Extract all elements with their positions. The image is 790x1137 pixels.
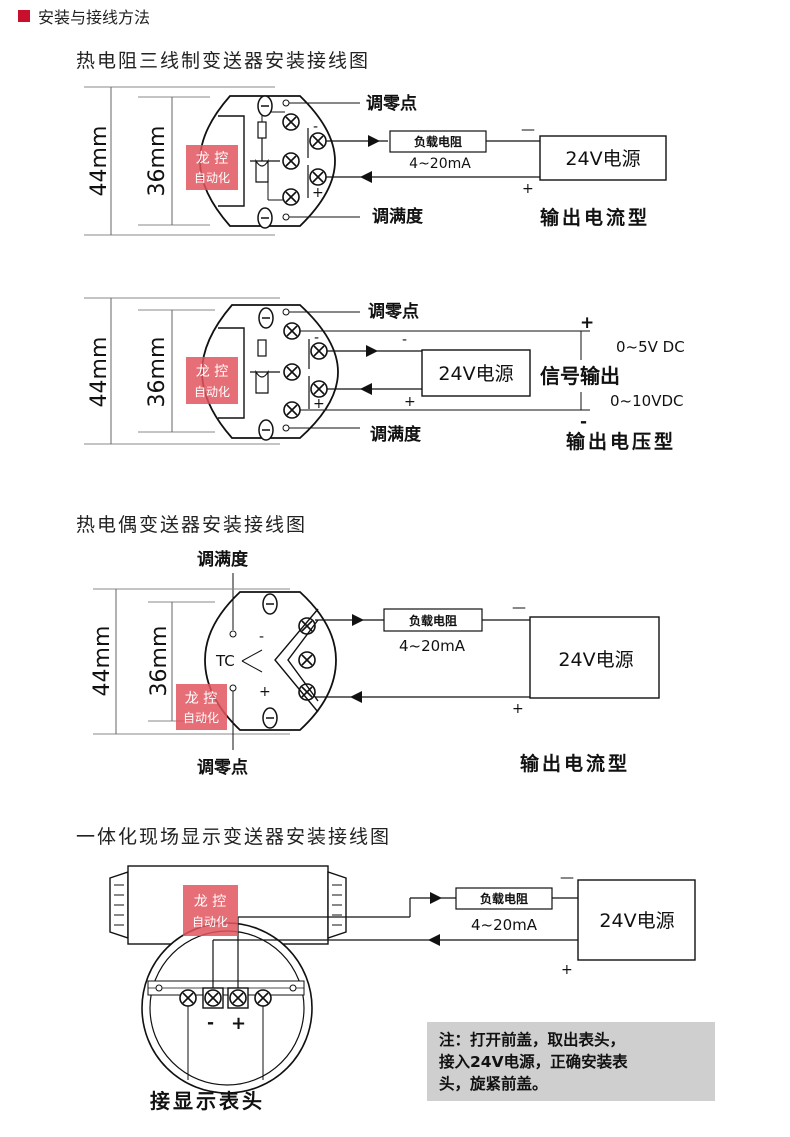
svg-text:24V电源: 24V电源 (438, 363, 513, 385)
section-title-thermocouple: 热电偶变送器安装接线图 (76, 514, 308, 536)
svg-text:+: + (259, 684, 271, 700)
svg-text:+: + (404, 394, 416, 410)
installation-note: 注：打开前盖，取出表头， 接入24V电源，正确安装表 头，旋紧前盖。 (427, 1022, 715, 1101)
svg-text:+: + (580, 313, 594, 333)
svg-text:4~20mA: 4~20mA (399, 637, 466, 655)
svg-text:调零点: 调零点 (197, 757, 248, 778)
header-title: 安装与接线方法 (38, 8, 151, 27)
svg-text:24V电源: 24V电源 (599, 910, 674, 932)
svg-text:调零点: 调零点 (368, 301, 419, 322)
signal-output-label: 信号输出 (540, 364, 620, 388)
svg-text:自动化: 自动化 (192, 915, 228, 929)
dim-36mm-label: 36mm (145, 126, 170, 197)
span-adjust-label: 调满度 (372, 206, 424, 227)
diagram-rtd-current: 44mm 36mm - + 调零点 调满度 负载电阻 4~20m (84, 86, 667, 236)
current-output-type-label: 输出电流型 (540, 206, 650, 229)
header-marker-icon (18, 10, 30, 22)
svg-text:调满度: 调满度 (197, 549, 249, 570)
diagram-rtd-voltage: 44mm 36mm - + 调零点 调满度 - + 24V电源 (84, 297, 685, 453)
svg-text:-: - (207, 1013, 214, 1033)
power-supply-box (539, 135, 667, 181)
voltage-output-type-label: 输出电压型 (566, 430, 676, 453)
svg-text:-: - (402, 332, 407, 348)
svg-text:—: — (560, 870, 574, 886)
svg-text:+: + (512, 701, 524, 717)
power-supply-box-2 (421, 349, 531, 397)
svg-text:-: - (313, 119, 318, 135)
svg-text:+: + (231, 1013, 246, 1034)
zero-adjust-label: 调零点 (366, 93, 417, 114)
svg-text:龙 控: 龙 控 (196, 364, 228, 380)
svg-text:36mm: 36mm (145, 337, 170, 408)
dim-44mm-label: 44mm (87, 126, 112, 197)
svg-text:负载电阻: 负载电阻 (409, 613, 457, 628)
module-body (199, 95, 336, 227)
svg-text:自动化: 自动化 (194, 171, 230, 185)
svg-text:自动化: 自动化 (194, 385, 230, 399)
section-title-integrated: 一体化现场显示变送器安装接线图 (76, 826, 392, 848)
svg-text:自动化: 自动化 (183, 711, 219, 725)
svg-text:调满度: 调满度 (370, 424, 422, 445)
svg-text:—: — (512, 600, 526, 616)
svg-text:输出电流型: 输出电流型 (520, 752, 630, 775)
svg-text:—: — (521, 122, 535, 138)
power-supply-label: 24V电源 (565, 148, 640, 170)
svg-text:4~20mA: 4~20mA (471, 916, 538, 934)
volt-range-2-label: 0~10VDC (610, 392, 683, 410)
svg-text:36mm: 36mm (147, 626, 172, 697)
svg-text:龙 控: 龙 控 (185, 691, 217, 707)
diagram-thermocouple: 调满度 44mm 36mm TC - + 调零点 负载电阻 4~20mA (90, 549, 660, 778)
svg-text:负载电阻: 负载电阻 (480, 891, 528, 906)
note-line-3: 头，旋紧前盖。 (439, 1075, 548, 1093)
section-title-rtd: 热电阻三线制变送器安装接线图 (76, 50, 371, 72)
svg-text:44mm: 44mm (87, 337, 112, 408)
current-range-label: 4~20mA (409, 156, 471, 172)
tc-label: TC (215, 652, 235, 670)
note-line-1: 注：打开前盖，取出表头， (439, 1031, 626, 1049)
note-line-2: 接入24V电源，正确安装表 (439, 1053, 628, 1071)
svg-text:-: - (314, 330, 319, 346)
diagram-integrated-display: - + 接显示表头 负载电阻 4~20mA 24V电源 — + 龙 控 自动化 (109, 865, 696, 1113)
watermark-stamp (186, 145, 238, 190)
svg-text:龙 控: 龙 控 (194, 894, 226, 910)
svg-text:+: + (313, 396, 325, 412)
svg-text:-: - (259, 629, 264, 645)
svg-text:+: + (522, 181, 534, 197)
volt-range-1-label: 0~5V DC (616, 338, 685, 356)
display-head-label: 接显示表头 (150, 1089, 265, 1113)
svg-text:+: + (561, 962, 573, 978)
svg-text:44mm: 44mm (90, 626, 115, 697)
svg-text:负载电阻: 负载电阻 (414, 134, 462, 149)
svg-text:龙 控: 龙 控 (196, 151, 228, 167)
svg-text:+: + (312, 185, 324, 201)
svg-text:24V电源: 24V电源 (558, 649, 633, 671)
svg-text:-: - (580, 412, 587, 432)
section-header: 安装与接线方法 (18, 6, 151, 27)
